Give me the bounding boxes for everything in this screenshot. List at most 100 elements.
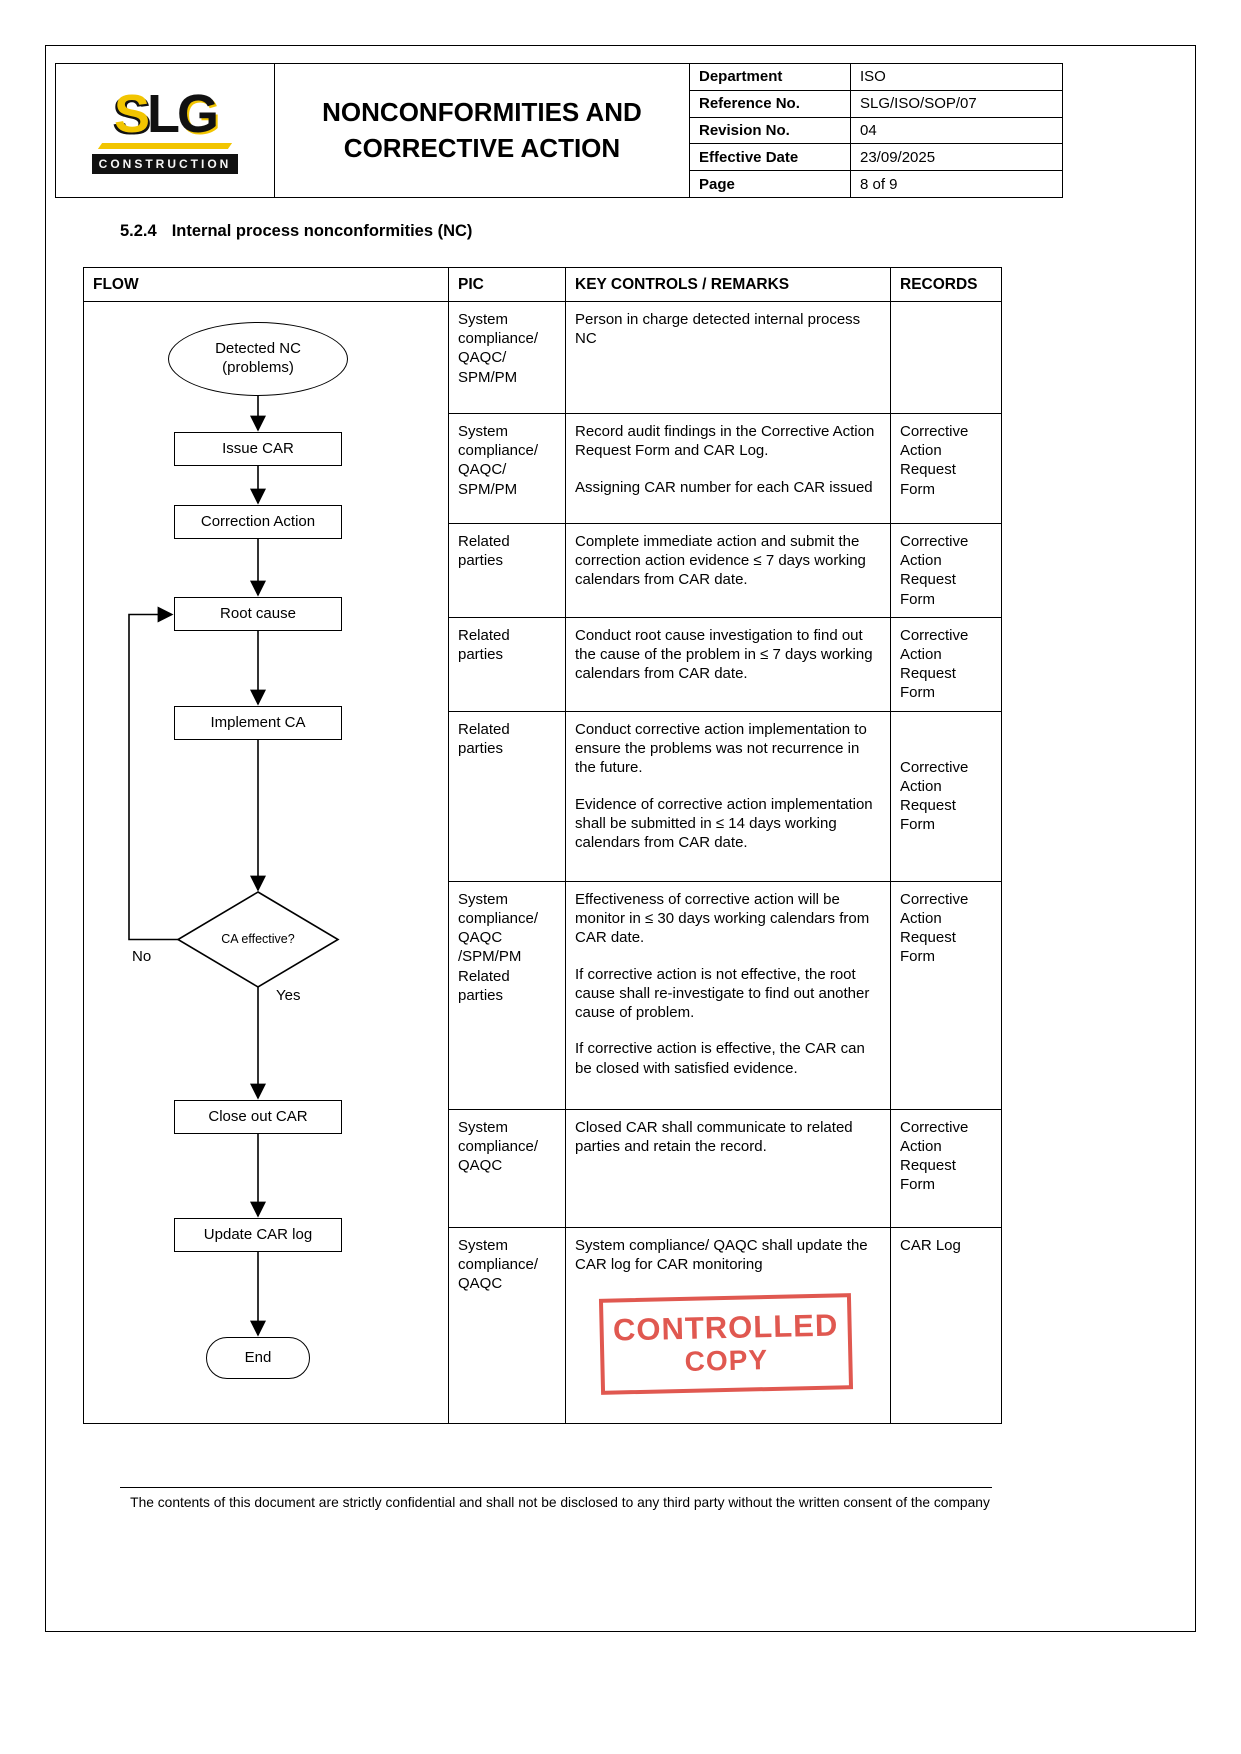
records-cell: Corrective Action Request Form — [890, 413, 1002, 524]
key-controls-cell: Effectiveness of corrective action will … — [565, 880, 891, 1110]
key-paragraph: Conduct corrective action implementation… — [575, 720, 867, 777]
pic-cell: System compliance/ QAQC — [448, 1108, 566, 1228]
key-controls-cell: Complete immediate action and submit the… — [565, 523, 891, 618]
table-row: System compliance/ QAQC System complianc… — [84, 1226, 1002, 1424]
key-paragraph: If corrective action is effective, the C… — [575, 1040, 865, 1077]
key-paragraph: Conduct root cause investigation to find… — [575, 626, 873, 683]
company-logo: SLG CONSTRUCTION — [56, 64, 275, 197]
flow-node-update-car-log: Update CAR log — [174, 1218, 342, 1252]
records-cell: Corrective Action Request Form — [890, 880, 1002, 1110]
key-paragraph: If corrective action is not effective, t… — [575, 965, 870, 1021]
stamp-text-line2: COPY — [684, 1343, 769, 1377]
info-row-page: Page 8 of 9 — [690, 171, 1062, 197]
section-heading: 5.2.4 Internal process nonconformities (N… — [120, 222, 472, 241]
key-controls-cell: Closed CAR shall communicate to related … — [565, 1108, 891, 1228]
table-row: Related parties Complete immediate actio… — [84, 523, 1002, 618]
key-paragraph: Complete immediate action and submit the… — [575, 533, 866, 589]
table-row: Detected NC (problems) Issue CAR Correct… — [83, 301, 1002, 1424]
key-paragraph: Closed CAR shall communicate to related … — [575, 1118, 853, 1155]
info-value: 8 of 9 — [860, 175, 898, 193]
logo-company-name: CONSTRUCTION — [91, 154, 239, 174]
logo-wedge-shape — [97, 143, 233, 149]
key-controls-cell: Person in charge detected internal proce… — [565, 301, 891, 414]
key-paragraph: Person in charge detected internal proce… — [575, 311, 861, 348]
info-label: Department — [690, 64, 851, 90]
flow-node-root-cause: Root cause — [174, 597, 342, 631]
info-label: Effective Date — [690, 144, 851, 171]
key-paragraph: System compliance/ QAQC shall update the… — [575, 1236, 868, 1273]
records-cell: Corrective Action Request Form — [890, 616, 1002, 712]
document-title-line1: NONCONFORMITIES AND — [322, 97, 642, 128]
key-controls-cell: Conduct corrective action implementation… — [565, 710, 891, 882]
controlled-copy-stamp: CONTROLLED COPY — [598, 1293, 854, 1395]
pic-cell: System compliance/ QAQC/ SPM/PM — [448, 413, 566, 524]
document-info-table: Department ISO Reference No. SLG/ISO/SOP… — [690, 64, 1062, 197]
records-cell: Corrective Action Request Form — [890, 710, 1002, 882]
records-cell: Corrective Action Request Form — [890, 523, 1002, 618]
flowchart: Detected NC (problems) Issue CAR Correct… — [84, 302, 447, 1422]
document-header: SLG CONSTRUCTION NONCONFORMITIES AND COR… — [55, 63, 1063, 198]
column-header-flow: FLOW — [83, 267, 449, 302]
decision-diamond — [176, 891, 340, 988]
info-row-revision: Revision No. 04 — [690, 117, 1062, 145]
table-row: Related parties Conduct root cause inves… — [84, 616, 1002, 712]
decision-no-label: No — [132, 948, 152, 965]
records-cell: Corrective Action Request Form — [890, 1108, 1002, 1228]
pic-cell: Related parties — [448, 710, 566, 882]
info-value: 23/09/2025 — [860, 148, 936, 166]
section-title: Internal process nonconformities (NC) — [171, 222, 473, 240]
table-row: Related parties Conduct corrective actio… — [84, 710, 1002, 882]
pic-cell: Related parties — [448, 616, 566, 712]
table-row: System compliance/ QAQC /SPM/PM Related … — [84, 880, 1002, 1110]
key-paragraph: Assigning CAR number for each CAR issued — [575, 478, 873, 496]
table-row: System compliance/ QAQC Closed CAR shall… — [84, 1108, 1002, 1228]
page-border — [45, 45, 1196, 1632]
document-title-line2: CORRECTIVE ACTION — [343, 132, 621, 163]
records-cell: CAR Log — [890, 1226, 1002, 1424]
flow-node-end: End — [206, 1337, 310, 1379]
flow-node-decision-label: CA effective? — [221, 932, 295, 947]
decision-yes-label: Yes — [276, 987, 301, 1004]
key-controls-cell: Conduct root cause investigation to find… — [565, 616, 891, 712]
column-header-records: RECORDS — [890, 267, 1002, 302]
logo-letter-l: L — [147, 84, 180, 144]
no-loop-connector — [128, 606, 178, 941]
info-label: Page — [690, 171, 851, 197]
logo-mark: SLG — [113, 84, 219, 144]
key-paragraph: Effectiveness of corrective action will … — [575, 890, 870, 947]
table-row: System compliance/ QAQC/ SPM/PM Record a… — [84, 413, 1002, 524]
column-header-key-controls: KEY CONTROLS / REMARKS — [565, 267, 891, 302]
flow-node-issue-car: Issue CAR — [174, 432, 342, 466]
info-value: ISO — [860, 68, 886, 86]
flowchart-cell: Detected NC (problems) Issue CAR Correct… — [83, 301, 449, 1424]
flow-node-close-out-car: Close out CAR — [174, 1100, 342, 1134]
pic-cell: Related parties — [448, 523, 566, 618]
confidentiality-note: The contents of this document are strict… — [130, 1495, 990, 1510]
pic-cell: System compliance/ QAQC/ SPM/PM — [448, 301, 566, 414]
key-controls-cell: Record audit findings in the Corrective … — [565, 413, 891, 524]
footer-divider — [120, 1487, 992, 1488]
document-title: NONCONFORMITIES AND CORRECTIVE ACTION — [275, 64, 690, 197]
logo-letter-s: S — [113, 84, 150, 144]
info-row-department: Department ISO — [690, 64, 1062, 91]
pic-cell: System compliance/ QAQC — [448, 1226, 566, 1424]
table-header-row: FLOW PIC KEY CONTROLS / REMARKS RECORDS — [83, 267, 1002, 302]
stamp-text-line1: CONTROLLED — [612, 1307, 839, 1348]
flowchart-connectors — [128, 396, 340, 1337]
logo-letter-g: G — [177, 84, 219, 144]
key-paragraph: Record audit findings in the Corrective … — [575, 423, 875, 460]
flow-node-correction-action: Correction Action — [174, 505, 342, 539]
info-value: SLG/ISO/SOP/07 — [860, 95, 977, 113]
info-value: 04 — [860, 121, 877, 139]
info-label: Reference No. — [690, 90, 851, 117]
info-row-reference: Reference No. SLG/ISO/SOP/07 — [690, 90, 1062, 118]
info-label: Revision No. — [690, 117, 851, 144]
key-paragraph: Evidence of corrective action implementa… — [575, 795, 873, 851]
records-cell — [890, 301, 1002, 414]
flow-node-start: Detected NC (problems) — [168, 322, 348, 396]
flow-node-implement-ca: Implement CA — [174, 706, 342, 740]
info-row-effective-date: Effective Date 23/09/2025 — [690, 144, 1062, 172]
section-number: 5.2.4 — [120, 222, 157, 240]
flow-node-start-label: Detected NC (problems) — [215, 340, 301, 376]
